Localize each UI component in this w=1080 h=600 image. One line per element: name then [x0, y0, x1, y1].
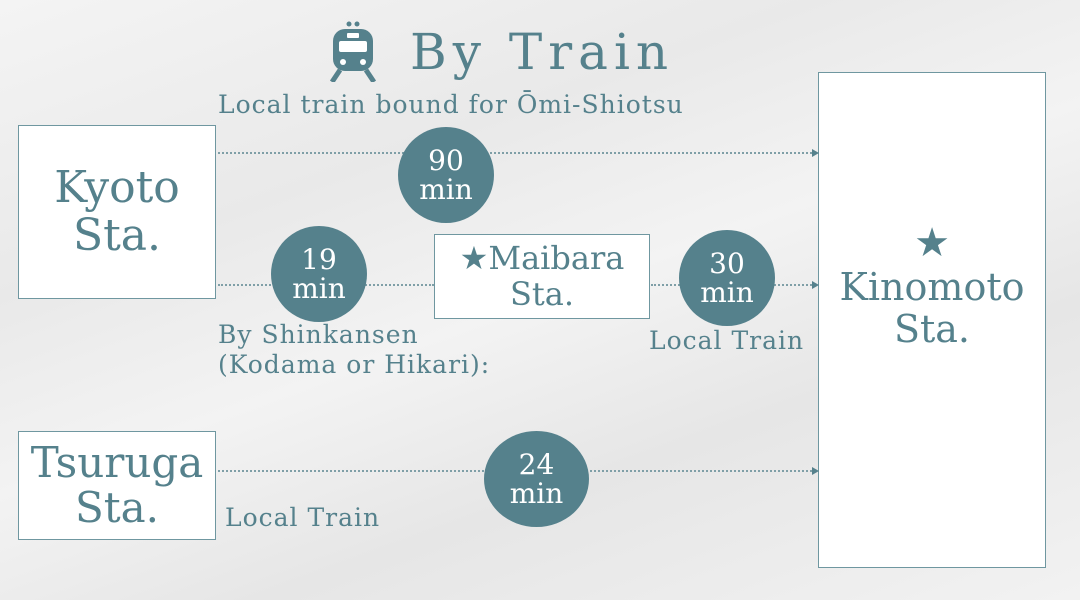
- route-label: Local Train: [225, 503, 381, 532]
- page-title: By Train: [410, 23, 675, 81]
- time-text: min: [292, 272, 346, 305]
- station-name: Kinomoto: [839, 264, 1025, 309]
- time-text: 30: [709, 246, 745, 280]
- route-line: [218, 152, 812, 154]
- subtitle: Local train bound for Ōmi-Shiotsu: [218, 90, 684, 119]
- station-name: Tsuruga: [30, 438, 204, 488]
- station-suffix: Sta.: [72, 210, 162, 261]
- time-text: 90: [428, 143, 464, 177]
- arrow-icon: [812, 149, 819, 157]
- station-suffix: Sta.: [893, 307, 971, 352]
- route-label: Local Train: [649, 326, 805, 355]
- star-icon: ★: [459, 239, 489, 278]
- star-icon: ★: [914, 220, 950, 266]
- time-text: 24: [518, 447, 555, 481]
- route-label: By Shinkansen: [218, 320, 419, 349]
- station-name: ★Maibara: [460, 241, 625, 276]
- station-name-text: Maibara: [488, 239, 625, 278]
- arrow-icon: [812, 467, 819, 475]
- route-label: (Kodama or Hikari):: [218, 350, 491, 379]
- time-text: min: [419, 173, 473, 206]
- station-suffix: Sta.: [509, 274, 575, 313]
- train-icon: [329, 20, 377, 84]
- station-name: Kyoto: [54, 161, 180, 213]
- arrow-icon: [812, 281, 819, 289]
- station-suffix: Sta.: [74, 482, 160, 532]
- time-text: min: [700, 276, 754, 309]
- time-text: min: [509, 477, 564, 510]
- time-text: 19: [301, 242, 337, 276]
